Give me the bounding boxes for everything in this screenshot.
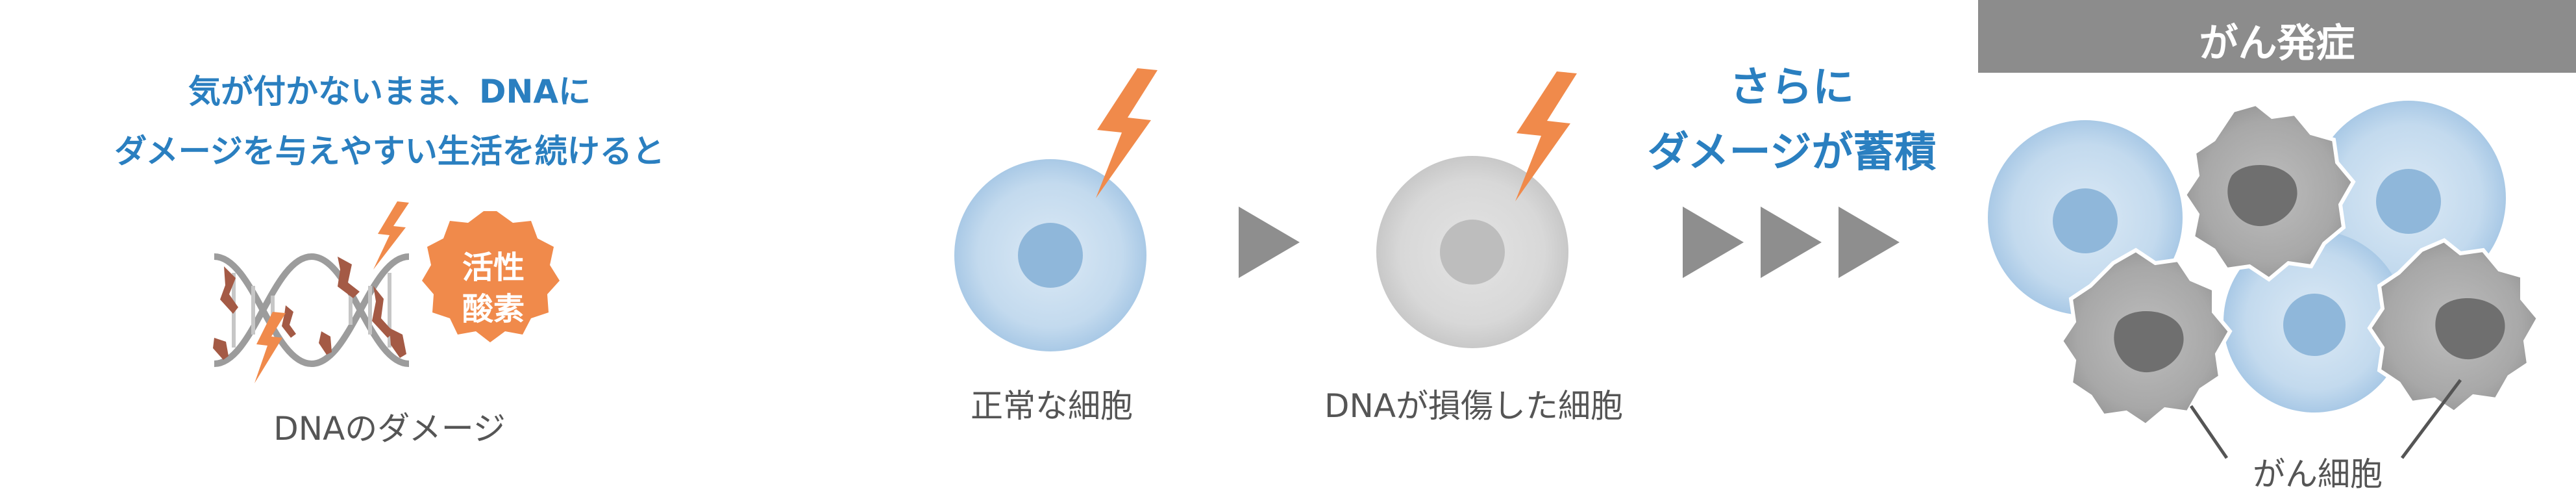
normal-cell [954, 68, 1158, 351]
badge-line-2: 酸素 [462, 291, 525, 327]
cancer-header-bar [1978, 0, 2576, 73]
starburst-badge-icon [422, 211, 560, 342]
accumulate-text: さらに ダメージが蓄積 [1616, 55, 1967, 185]
intro-line-1: 気が付かないまま、DNAに [188, 73, 591, 110]
dna-lightning-icon-2 [254, 312, 286, 383]
dna-lightning-icon [373, 201, 409, 270]
badge-line-1: 活性 [462, 249, 525, 286]
triple-arrow-icon [1683, 207, 1900, 278]
cancer-cell-label: がん細胞 [2253, 455, 2383, 493]
lightning-icon [1096, 68, 1158, 198]
cancer-header-title: がん発症 [2199, 21, 2355, 66]
starburst-badge-label: 活性 酸素 [428, 247, 558, 330]
dna-caption: DNAのダメージ [273, 410, 506, 448]
dna-helix-icon [213, 201, 410, 383]
intro-line-2: ダメージを与えやすい生活を続けると [114, 133, 665, 170]
cancer-cluster [1988, 101, 2541, 459]
intro-text: 気が付かないまま、DNAに ダメージを与えやすい生活を続けると [52, 62, 727, 181]
damaged-cell-label: DNAが損傷した細胞 [1324, 387, 1624, 425]
damaged-cell [1376, 71, 1577, 348]
play-arrow-icon [1239, 207, 1300, 278]
accumulate-line-2: ダメージが蓄積 [1647, 129, 1937, 177]
lightning-icon [1515, 71, 1577, 201]
accumulate-line-1: さらに [1729, 64, 1854, 112]
normal-cell-label: 正常な細胞 [971, 387, 1133, 425]
